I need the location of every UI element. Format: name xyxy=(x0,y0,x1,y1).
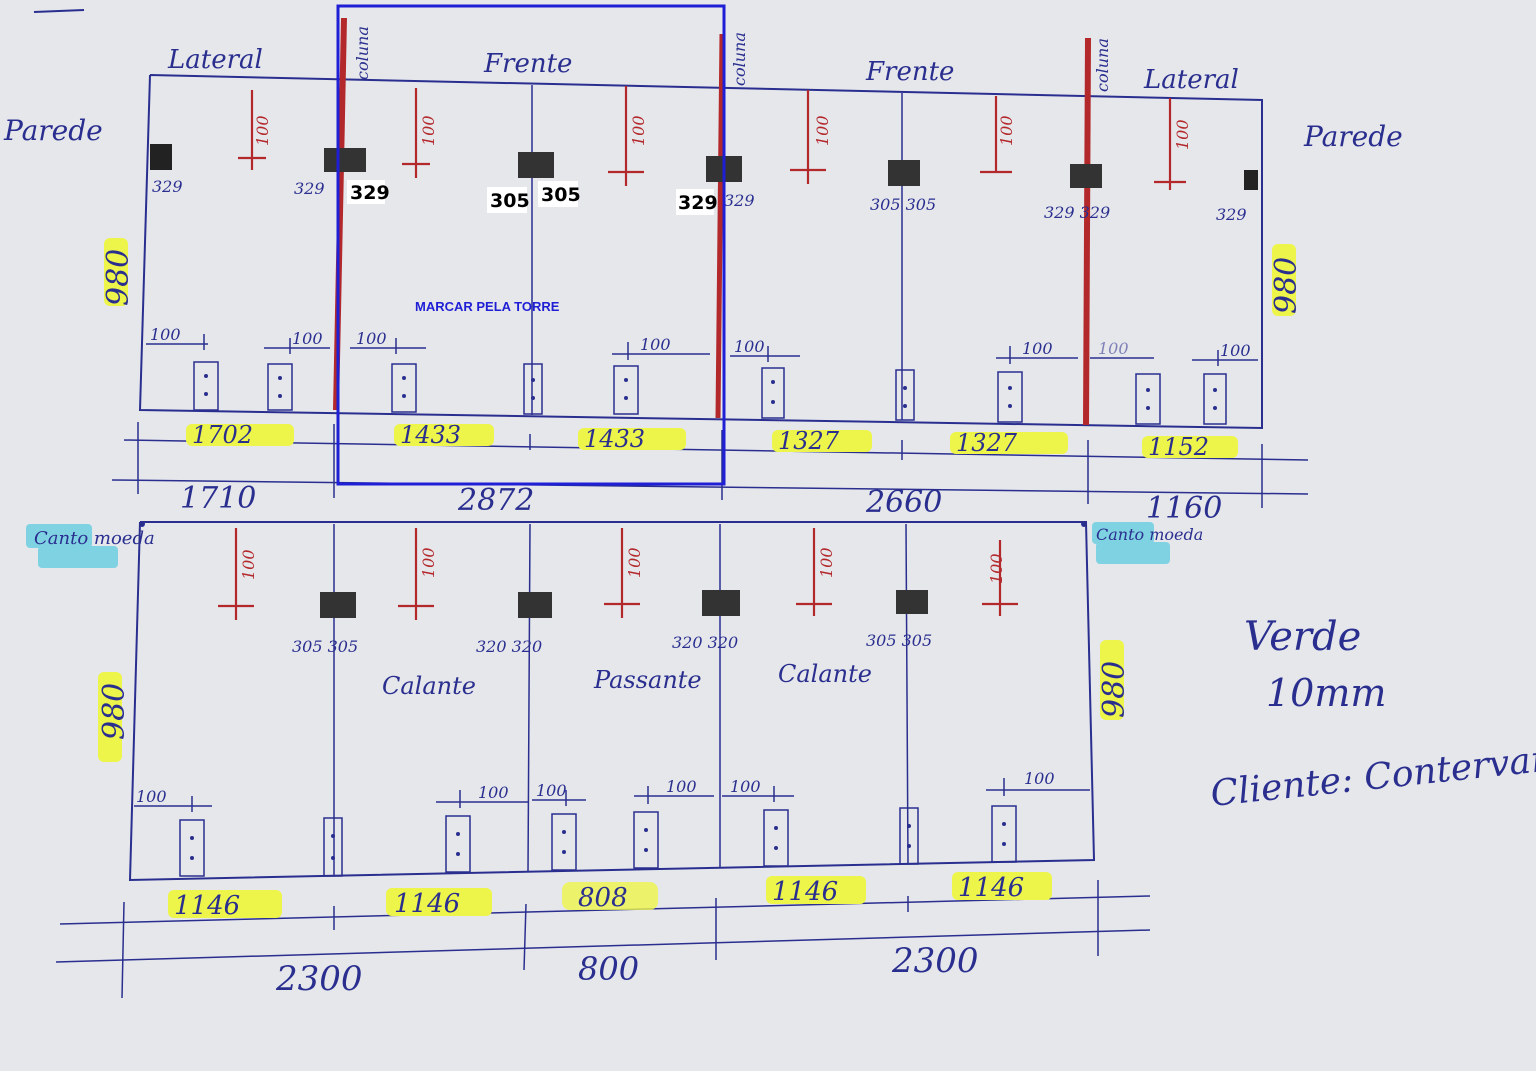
svg-text:100: 100 xyxy=(817,547,836,578)
span-width: 2300 xyxy=(275,959,363,999)
span-width: 2660 xyxy=(865,485,942,520)
svg-text:100: 100 xyxy=(629,115,648,146)
coluna-label: coluna xyxy=(353,26,372,80)
svg-text:100: 100 xyxy=(987,553,1006,584)
svg-text:100: 100 xyxy=(734,337,765,356)
svg-text:100: 100 xyxy=(419,547,438,578)
clip-label: 320 320 xyxy=(476,637,542,656)
svg-text:100: 100 xyxy=(666,777,697,796)
clip-label: 329 xyxy=(152,177,183,196)
top-offset-markers: 100 100 100 100 100 100 xyxy=(238,86,1192,190)
svg-text:100: 100 xyxy=(419,115,438,146)
coluna-label: coluna xyxy=(1093,38,1112,92)
svg-text:100: 100 xyxy=(625,547,644,578)
span-width: 1710 xyxy=(180,481,256,516)
svg-text:100: 100 xyxy=(136,787,167,806)
svg-text:1327: 1327 xyxy=(778,427,840,455)
height-left-top: 980 xyxy=(101,249,136,306)
height-right-bottom: 980 xyxy=(1097,661,1132,718)
span-width: 1160 xyxy=(1146,491,1222,526)
label-parede-left: Parede xyxy=(3,114,103,147)
svg-text:1152: 1152 xyxy=(1148,433,1209,461)
label-canto-left: Canto moeda xyxy=(34,528,155,549)
svg-text:100: 100 xyxy=(478,783,509,802)
svg-text:100: 100 xyxy=(640,335,671,354)
svg-text:1146: 1146 xyxy=(958,873,1024,903)
svg-text:100: 100 xyxy=(1173,119,1192,150)
bottom-clips xyxy=(320,590,928,618)
label-parede-right: Parede xyxy=(1303,120,1403,153)
svg-text:100: 100 xyxy=(239,549,258,580)
bottom-frame-outline xyxy=(128,521,1096,882)
svg-text:100: 100 xyxy=(253,115,272,146)
top-drawing: coluna coluna coluna Lateral Frente Fren… xyxy=(3,4,1403,526)
clip-label: 329 xyxy=(294,179,325,198)
overlay-label-305-a: 305 xyxy=(490,190,530,212)
selection-frame xyxy=(336,4,726,486)
top-feet xyxy=(193,361,1227,425)
top-clips xyxy=(150,144,1258,190)
label-passante: Passante xyxy=(593,666,702,694)
span-width: 2300 xyxy=(891,941,979,981)
overlay-label-329-a: 329 xyxy=(350,182,390,204)
overlay-label-329-b: 329 xyxy=(678,192,718,214)
label-calante-2: Calante xyxy=(778,660,872,688)
svg-text:100: 100 xyxy=(997,115,1016,146)
svg-text:1146: 1146 xyxy=(174,891,240,921)
bottom-panel-widths: 1146 1146 808 1146 1146 xyxy=(168,872,1052,921)
column-line xyxy=(715,33,725,419)
height-left-bottom: 980 xyxy=(97,683,132,740)
label-frente-1: Frente xyxy=(483,49,572,79)
overlay-label-305-b: 305 xyxy=(541,184,581,206)
svg-text:100: 100 xyxy=(1024,769,1055,788)
note-thickness: 10mm xyxy=(1266,671,1386,715)
clip-label: 305 305 xyxy=(866,631,932,650)
top-bottom-offsets: 100 100 100 100 100 100 100 100 xyxy=(146,325,1258,366)
bottom-drawing: Canto moeda Canto moeda 980 980 100 100 … xyxy=(26,521,1203,999)
clip-label: 320 320 xyxy=(672,633,738,652)
label-frente-2: Frente xyxy=(865,57,954,87)
svg-text:100: 100 xyxy=(813,115,832,146)
label-lateral-right: Lateral xyxy=(1143,65,1239,95)
label-calante-1: Calante xyxy=(382,672,476,700)
svg-text:100: 100 xyxy=(730,777,761,796)
top-panel-widths: 1702 1433 1433 1327 1327 1152 xyxy=(186,421,1238,461)
svg-text:100: 100 xyxy=(150,325,181,344)
bottom-lower-offsets: 100 100 100 100 100 100 xyxy=(134,769,1090,812)
svg-text:100: 100 xyxy=(292,329,323,348)
clip-label: 329 329 xyxy=(1044,203,1110,222)
svg-text:1433: 1433 xyxy=(584,425,645,453)
overlay-labels: 329 305 305 329 xyxy=(347,180,718,215)
svg-text:1146: 1146 xyxy=(772,877,838,907)
svg-text:1146: 1146 xyxy=(394,889,460,919)
clip-label: 305 305 xyxy=(870,195,936,214)
label-canto-right: Canto moeda xyxy=(1096,525,1203,544)
svg-text:808: 808 xyxy=(578,883,628,913)
bottom-feet xyxy=(179,805,1017,877)
height-right-top: 980 xyxy=(1269,257,1304,314)
svg-text:1702: 1702 xyxy=(192,421,253,449)
svg-text:100: 100 xyxy=(356,329,387,348)
note-marcar-pela-torre: MARCAR PELA TORRE xyxy=(415,299,560,314)
svg-text:100: 100 xyxy=(1022,339,1053,358)
svg-text:100: 100 xyxy=(1220,341,1251,360)
coluna-label: coluna xyxy=(730,32,749,86)
svg-text:1433: 1433 xyxy=(400,421,461,449)
label-lateral-left: Lateral xyxy=(167,45,263,75)
top-frame-outline xyxy=(138,74,1263,430)
bottom-offset-markers: 100 100 100 100 100 xyxy=(218,528,1018,620)
column-line xyxy=(1083,37,1091,426)
clip-label: 329 xyxy=(724,191,755,210)
span-width: 2872 xyxy=(457,483,534,518)
svg-text:100: 100 xyxy=(536,781,567,800)
clip-label: 329 xyxy=(1216,205,1247,224)
note-glass-color: Verde xyxy=(1244,614,1361,660)
span-width: 800 xyxy=(578,950,639,988)
svg-text:1327: 1327 xyxy=(956,429,1018,457)
svg-text:100: 100 xyxy=(1098,339,1129,358)
clip-label: 305 305 xyxy=(292,637,358,656)
